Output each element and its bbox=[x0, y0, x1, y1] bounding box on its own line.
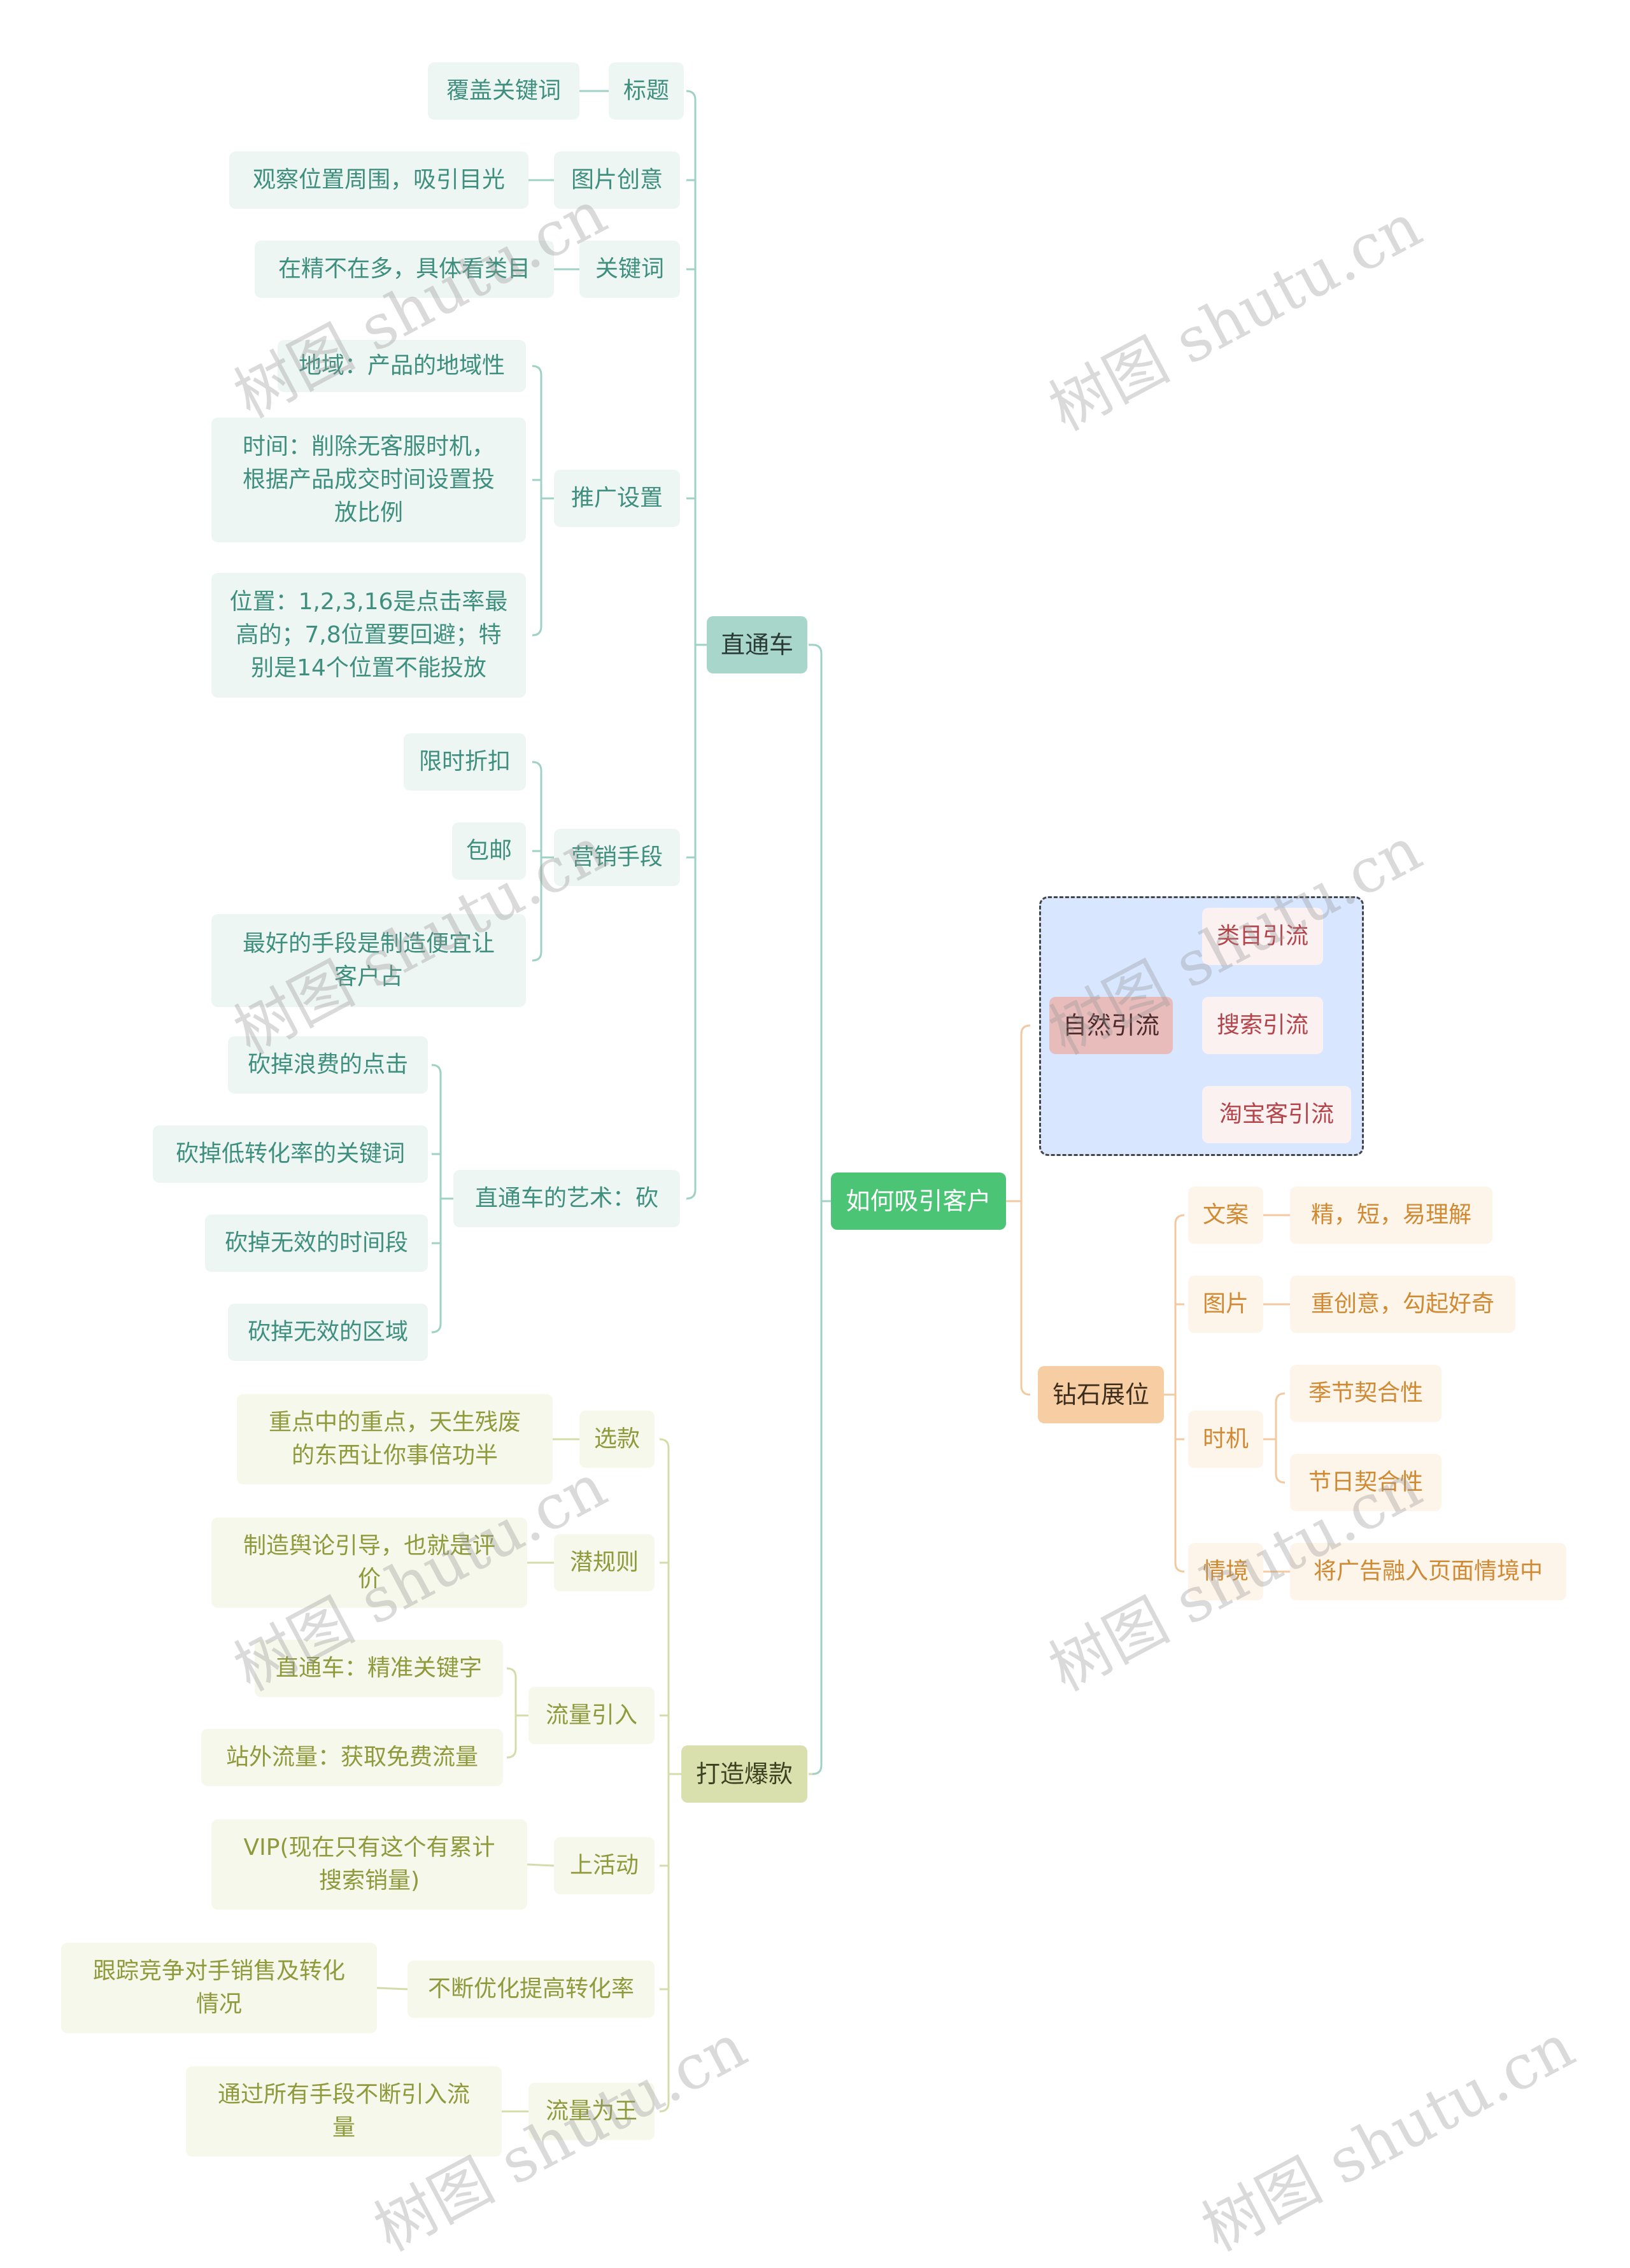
zryl-item[interactable]: 类目引流 bbox=[1202, 908, 1323, 965]
zszw-topic[interactable]: 时机 bbox=[1188, 1411, 1263, 1468]
zszw-detail[interactable]: 季节契合性 bbox=[1290, 1365, 1442, 1422]
dzbk-detail[interactable]: 跟踪竞争对手销售及转化 情况 bbox=[61, 1943, 377, 2033]
ztc-detail[interactable]: 时间：削除无客服时机， 根据产品成交时间设置投 放比例 bbox=[211, 418, 526, 542]
ztc-detail[interactable]: 覆盖关键词 bbox=[428, 62, 579, 120]
connector bbox=[431, 1064, 442, 1334]
zszw-detail[interactable]: 节日契合性 bbox=[1290, 1454, 1442, 1511]
dzbk-topic[interactable]: 流量为王 bbox=[528, 2083, 655, 2140]
branch-ztc[interactable]: 直通车 bbox=[707, 616, 807, 673]
ztc-detail[interactable]: 最好的手段是制造便宜让 客户占 bbox=[211, 914, 526, 1007]
root-node[interactable]: 如何吸引客户 bbox=[831, 1173, 1006, 1230]
connector bbox=[506, 1667, 517, 1759]
dzbk-topic[interactable]: 不断优化提高转化率 bbox=[408, 1961, 655, 2018]
connector bbox=[1020, 1024, 1031, 1396]
ztc-detail[interactable]: 观察位置周围，吸引目光 bbox=[229, 151, 528, 209]
branch-zryl[interactable]: 自然引流 bbox=[1049, 997, 1173, 1054]
dzbk-detail[interactable]: 重点中的重点，天生残废 的东西让你事倍功半 bbox=[237, 1394, 553, 1484]
zryl-item[interactable]: 淘宝客引流 bbox=[1202, 1086, 1351, 1143]
dzbk-detail[interactable]: 通过所有手段不断引入流 量 bbox=[186, 2066, 502, 2157]
ztc-topic[interactable]: 营销手段 bbox=[554, 829, 680, 886]
ztc-detail[interactable]: 包邮 bbox=[452, 822, 526, 880]
dzbk-detail[interactable]: 站外流量：获取免费流量 bbox=[201, 1729, 503, 1786]
connector-lines bbox=[376, 90, 1290, 2113]
connector bbox=[812, 644, 823, 1775]
zryl-item[interactable]: 搜索引流 bbox=[1202, 997, 1323, 1054]
dzbk-detail[interactable]: 直通车：精准关键字 bbox=[255, 1640, 503, 1697]
ztc-detail[interactable]: 砍掉无效的区域 bbox=[228, 1304, 428, 1361]
ztc-detail[interactable]: 地域：产品的地域性 bbox=[278, 340, 526, 392]
connector bbox=[532, 365, 542, 637]
zszw-topic[interactable]: 图片 bbox=[1188, 1276, 1263, 1333]
ztc-topic[interactable]: 图片创意 bbox=[554, 151, 680, 209]
ztc-detail[interactable]: 位置：1,2,3,16是点击率最 高的；7,8位置要回避；特 别是14个位置不能… bbox=[211, 573, 526, 698]
zszw-detail[interactable]: 将广告融入页面情境中 bbox=[1290, 1543, 1566, 1600]
connector bbox=[527, 1863, 555, 1867]
ztc-topic[interactable]: 直通车的艺术：砍 bbox=[453, 1170, 680, 1227]
connector bbox=[1174, 1214, 1185, 1573]
zszw-detail[interactable]: 重创意，勾起好奇 bbox=[1290, 1276, 1515, 1333]
zszw-topic[interactable]: 文案 bbox=[1188, 1187, 1263, 1244]
branch-dzbk[interactable]: 打造爆款 bbox=[681, 1745, 807, 1803]
connector bbox=[686, 90, 697, 1200]
ztc-detail[interactable]: 在精不在多，具体看类目 bbox=[255, 241, 554, 298]
connector bbox=[376, 1987, 408, 1990]
ztc-topic[interactable]: 关键词 bbox=[579, 241, 680, 298]
dzbk-topic[interactable]: 潜规则 bbox=[554, 1534, 655, 1591]
dzbk-topic[interactable]: 上活动 bbox=[554, 1837, 655, 1894]
ztc-detail[interactable]: 砍掉低转化率的关键词 bbox=[153, 1125, 428, 1183]
zszw-topic[interactable]: 情境 bbox=[1188, 1543, 1263, 1600]
connector bbox=[1275, 1392, 1286, 1484]
dzbk-detail[interactable]: 制造舆论引导，也就是评 价 bbox=[211, 1518, 527, 1608]
ztc-detail[interactable]: 砍掉浪费的点击 bbox=[228, 1036, 428, 1094]
ztc-topic[interactable]: 推广设置 bbox=[554, 470, 680, 527]
dzbk-topic[interactable]: 选款 bbox=[579, 1411, 655, 1468]
dzbk-topic[interactable]: 流量引入 bbox=[528, 1687, 655, 1744]
ztc-detail[interactable]: 砍掉无效的时间段 bbox=[205, 1215, 428, 1272]
connector bbox=[659, 1438, 670, 2113]
branch-zszw[interactable]: 钻石展位 bbox=[1038, 1366, 1164, 1423]
ztc-detail[interactable]: 限时折扣 bbox=[404, 733, 526, 791]
ztc-topic[interactable]: 标题 bbox=[609, 62, 684, 120]
dzbk-detail[interactable]: VIP(现在只有这个有累计 搜索销量) bbox=[211, 1819, 527, 1910]
zszw-detail[interactable]: 精，短，易理解 bbox=[1290, 1187, 1492, 1244]
connector bbox=[532, 761, 542, 962]
